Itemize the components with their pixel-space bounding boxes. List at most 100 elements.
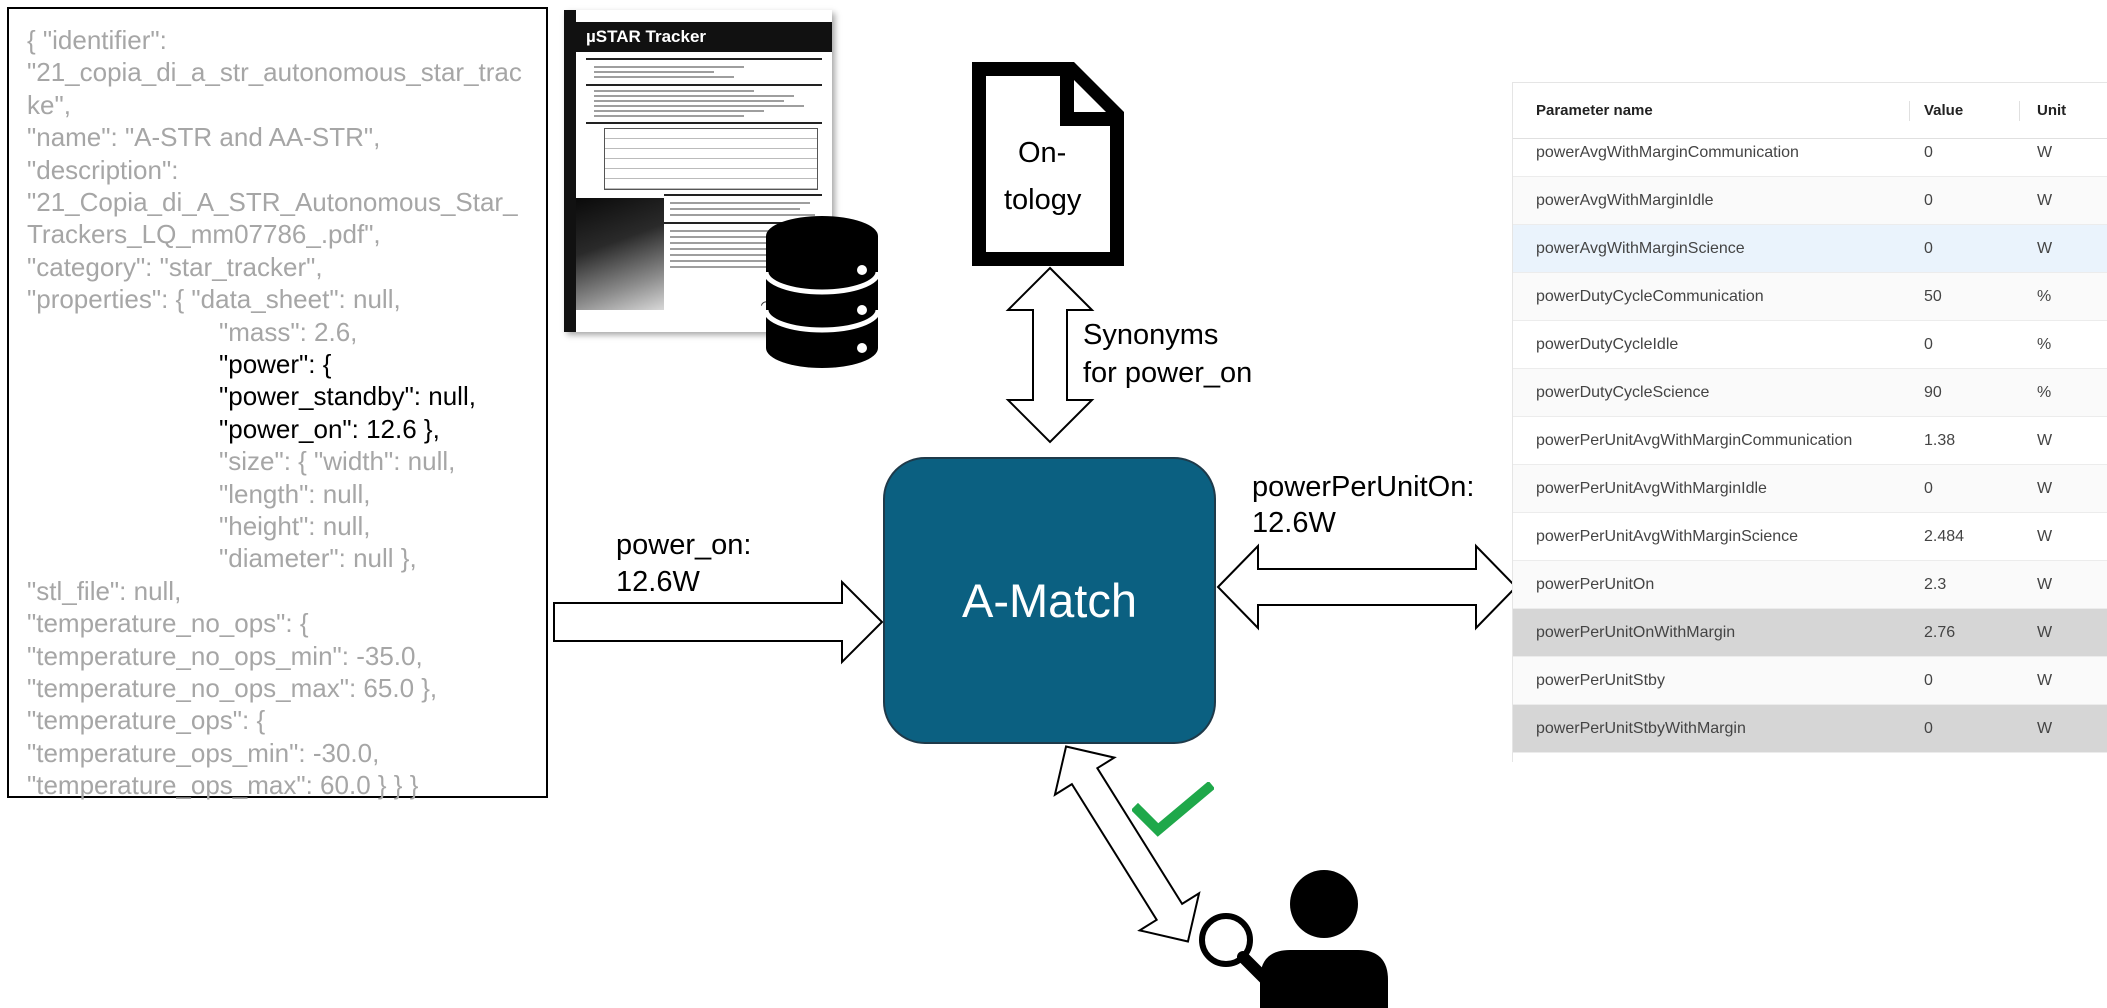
json-line: "power_on": 12.6 },: [219, 413, 440, 444]
synonyms-label-2: for power_on: [1083, 357, 1253, 389]
cell-parameter-name: powerPerUnitStby: [1536, 672, 1665, 689]
json-line: "length": null,: [219, 478, 371, 509]
datasheet-title: µSTAR Tracker: [586, 27, 707, 46]
json-line: "21_copia_di_a_str_autonomous_star_trac: [27, 57, 522, 88]
power-on-label-2: 12.6W: [616, 566, 700, 598]
table-row[interactable]: powerDutyCycleScience 90%: [1513, 369, 2107, 417]
json-line: "category": "star_tracker",: [27, 251, 323, 282]
header-value[interactable]: Value: [1924, 102, 1964, 119]
cell-parameter-name: powerPerUnitOn: [1536, 576, 1655, 593]
check-icon: [1132, 782, 1214, 837]
header-unit[interactable]: Unit: [2037, 102, 2067, 119]
cell-unit: %: [2037, 336, 2052, 353]
cell-value: 2.484: [1924, 528, 1965, 545]
json-to-amatch-arrow: [553, 579, 884, 665]
cell-parameter-name: powerPerUnitOnWithMargin: [1536, 624, 1736, 641]
cell-parameter-name: powerAvgWithMarginIdle: [1536, 192, 1714, 209]
json-line: "stl_file": null,: [27, 575, 182, 606]
json-line: "temperature_no_ops": {: [27, 608, 309, 639]
table-row[interactable]: powerPerUnitStbyWithMargin 0 W: [1513, 705, 2107, 753]
json-line: "height": null,: [219, 511, 371, 541]
cell-parameter-name: powerPerUnitAvgWithMarginCommunication: [1536, 432, 1853, 449]
power-per-unit-label-2: 12.6W: [1252, 507, 1336, 539]
user-search-icon: [1199, 870, 1388, 1008]
json-line: "temperature_no_ops_min": -35.0,: [27, 640, 423, 671]
table-row[interactable]: powerPerUnitOn 2.3 W: [1513, 561, 2107, 609]
cell-parameter-name: powerDutyCycleCommunication: [1536, 288, 1764, 305]
cell-value: 0: [1924, 240, 1933, 257]
cell-unit: W: [2037, 240, 2053, 257]
parameter-table: Parameter name Value Unit powerAvgWithMa…: [1512, 82, 2107, 762]
synonyms-label-1: Synonyms: [1083, 319, 1219, 351]
cell-unit: W: [2037, 528, 2053, 545]
table-row[interactable]: powerPerUnitStby 0 W: [1513, 657, 2107, 705]
cell-value: 0: [1924, 336, 1933, 353]
cell-value: 0: [1924, 672, 1933, 689]
cell-value: 0: [1924, 144, 1933, 161]
cell-parameter-name: powerAvgWithMarginCommunication: [1536, 144, 1799, 161]
cell-parameter-name: powerPerUnitStbyWithMargin: [1536, 720, 1746, 737]
table-header: Parameter name Value Unit: [1513, 83, 2107, 139]
power-on-label-1: power_on:: [616, 529, 752, 561]
cell-unit: %: [2037, 288, 2052, 305]
ontology-label-2: tology: [1004, 184, 1082, 216]
cell-parameter-name: powerPerUnitAvgWithMarginIdle: [1536, 480, 1767, 497]
cell-unit: W: [2037, 624, 2053, 641]
cell-value: 2.76: [1924, 624, 1956, 641]
json-line: "properties": { "data_sheet": null,: [27, 284, 401, 315]
cell-parameter-name: powerDutyCycleIdle: [1536, 336, 1679, 353]
cell-unit: W: [2037, 672, 2053, 689]
datasheet-thumbnail: µSTAR Tracker ◠◡ SPA: [564, 10, 832, 332]
cell-unit: W: [2037, 432, 2053, 449]
table-row[interactable]: powerDutyCycleIdle 0%: [1513, 321, 2107, 369]
json-line: ke",: [27, 89, 71, 120]
cell-value: 1.38: [1924, 432, 1956, 449]
cell-parameter-name: powerPerUnitAvgWithMarginScience: [1536, 528, 1799, 545]
json-line: Trackers_LQ_mm07786_.pdf",: [27, 219, 381, 250]
table-row[interactable]: powerAvgWithMarginScience 0 W: [1513, 225, 2107, 273]
table-row[interactable]: powerPerUnitAvgWithMarginCommunication 1.…: [1513, 417, 2107, 465]
database-icon: [763, 216, 881, 368]
cell-unit: W: [2037, 144, 2053, 161]
cell-unit: W: [2037, 480, 2053, 497]
json-line: "power": {: [219, 349, 332, 379]
cell-unit: %: [2037, 384, 2052, 401]
earth-image: [576, 198, 664, 310]
json-line: "size": { "width": null,: [219, 446, 456, 477]
table-row[interactable]: powerAvgWithMarginCommunication 0 W: [1513, 129, 2107, 177]
table-row[interactable]: powerPerUnitAvgWithMarginScience 2.484 W: [1513, 513, 2107, 561]
document-icon: [972, 62, 1124, 266]
cell-unit: W: [2037, 720, 2053, 737]
json-line: "temperature_ops_min": -30.0,: [27, 737, 380, 768]
cell-unit: W: [2037, 576, 2053, 593]
ontology-amatch-arrow: [1005, 266, 1095, 444]
cell-parameter-name: powerDutyCycleScience: [1536, 384, 1710, 401]
json-line: "power_standby": null,: [219, 381, 476, 412]
cell-value: 2.3: [1924, 576, 1947, 593]
cell-value: 50: [1924, 288, 1942, 305]
amatch-table-arrow: [1216, 543, 1518, 631]
json-line: { "identifier":: [27, 25, 167, 55]
amatch-label: A-Match: [962, 574, 1137, 627]
json-line: "diameter": null },: [219, 543, 417, 574]
amatch-user-arrow: [1053, 745, 1201, 943]
json-line: "name": "A-STR and AA-STR",: [27, 122, 381, 153]
cell-value: 90: [1924, 384, 1942, 401]
ontology-label-1: On-: [1018, 137, 1067, 169]
json-line: "21_Copia_di_A_STR_Autonomous_Star_: [27, 187, 518, 217]
json-line: "temperature_no_ops_max": 65.0 },: [27, 673, 438, 703]
table-row[interactable]: powerDutyCycleCommunication 50%: [1513, 273, 2107, 321]
table-row[interactable]: powerPerUnitOnWithMargin 2.76 W: [1513, 609, 2107, 657]
amatch-box: A-Match: [883, 457, 1216, 744]
header-parameter-name[interactable]: Parameter name: [1536, 102, 1653, 119]
json-line: "temperature_ops_max": 60.0 } } }: [27, 770, 419, 801]
cell-parameter-name: powerAvgWithMarginScience: [1536, 240, 1745, 257]
json-line: "description":: [27, 154, 179, 185]
json-line: "mass": 2.6,: [219, 316, 358, 347]
power-per-unit-label-1: powerPerUnitOn:: [1252, 471, 1475, 503]
cell-value: 0: [1924, 720, 1933, 737]
cell-unit: W: [2037, 192, 2053, 209]
json-line: "temperature_ops": {: [27, 705, 266, 736]
